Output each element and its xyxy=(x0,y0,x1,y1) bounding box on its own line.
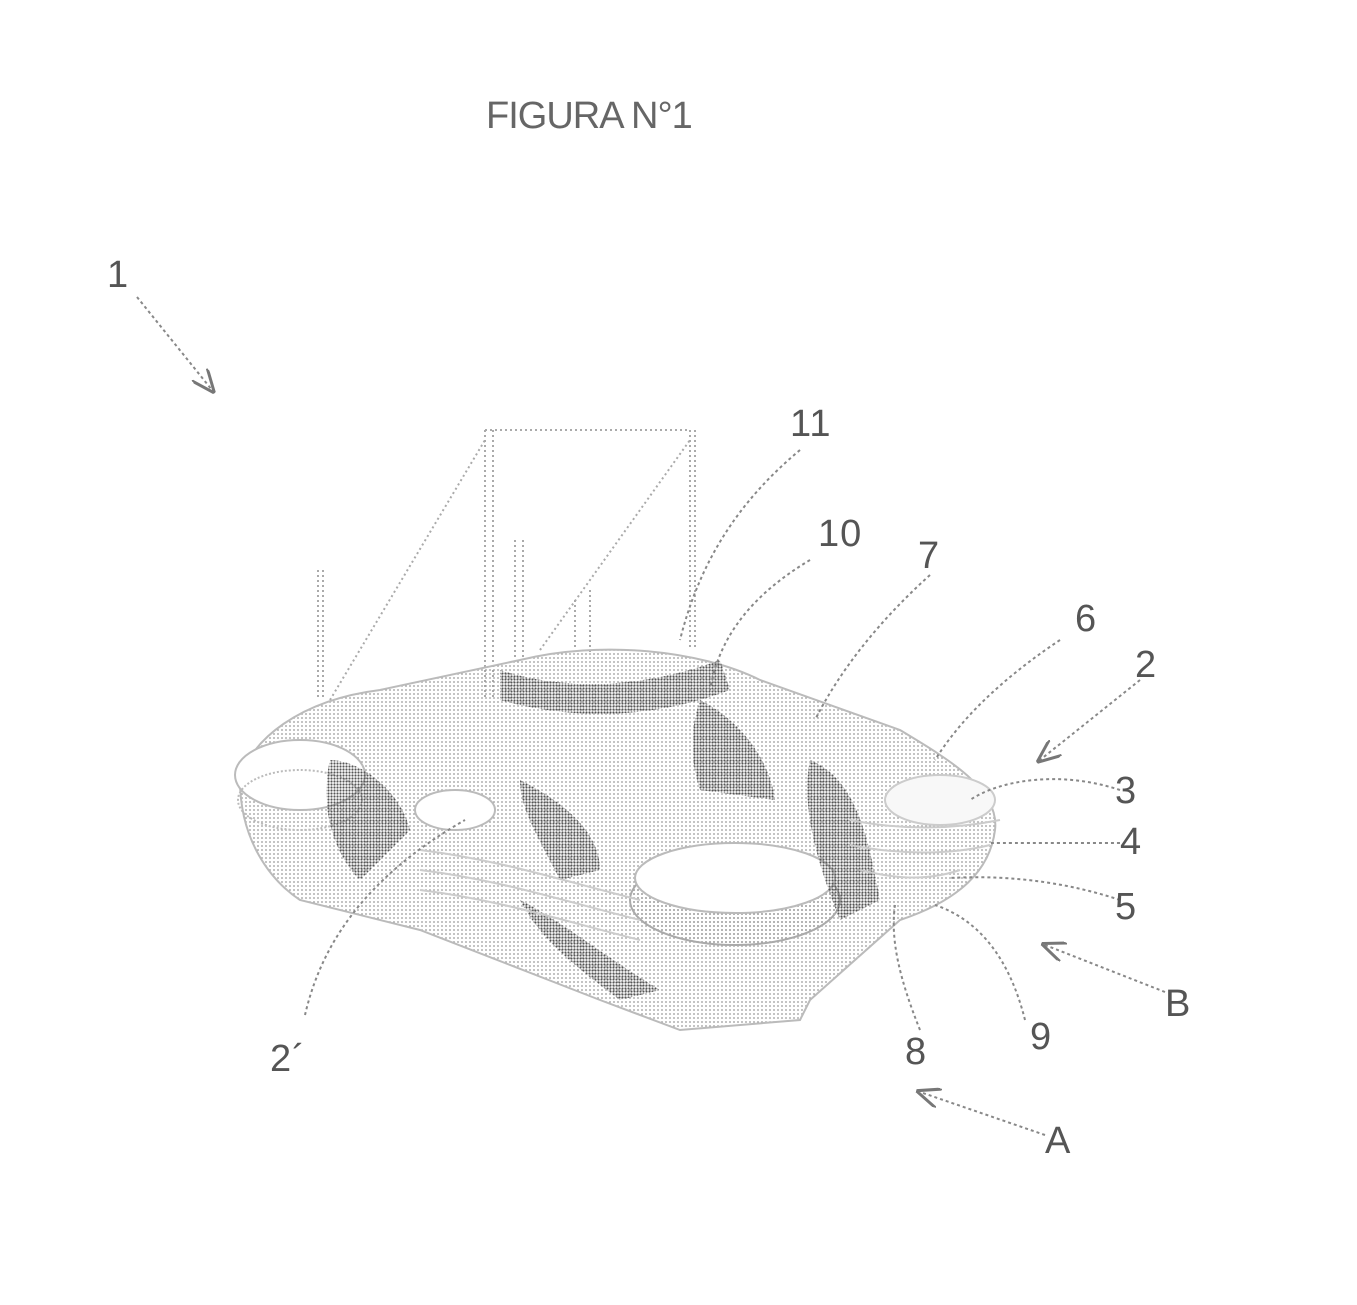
label-11: 11 xyxy=(790,403,832,445)
label-2: 2 xyxy=(1135,644,1158,686)
label-A: A xyxy=(1045,1120,1072,1162)
leader-lines xyxy=(304,449,1121,1031)
label-10: 10 xyxy=(818,513,863,555)
leader-1 xyxy=(136,296,212,390)
label-2-prime: 2´ xyxy=(270,1038,306,1080)
label-4: 4 xyxy=(1120,821,1143,863)
label-3: 3 xyxy=(1115,770,1138,812)
post-assembly xyxy=(317,429,696,701)
label-9: 9 xyxy=(1030,1016,1053,1058)
main-body xyxy=(234,648,1001,1032)
label-B: B xyxy=(1165,983,1192,1025)
label-7: 7 xyxy=(918,535,941,577)
label-1: 1 xyxy=(107,254,130,296)
label-6: 6 xyxy=(1075,598,1098,640)
figure-title: FIGURA N°1 xyxy=(486,95,693,137)
label-8: 8 xyxy=(905,1031,928,1073)
arrow-leaders xyxy=(920,679,1166,1136)
label-5: 5 xyxy=(1115,886,1138,928)
